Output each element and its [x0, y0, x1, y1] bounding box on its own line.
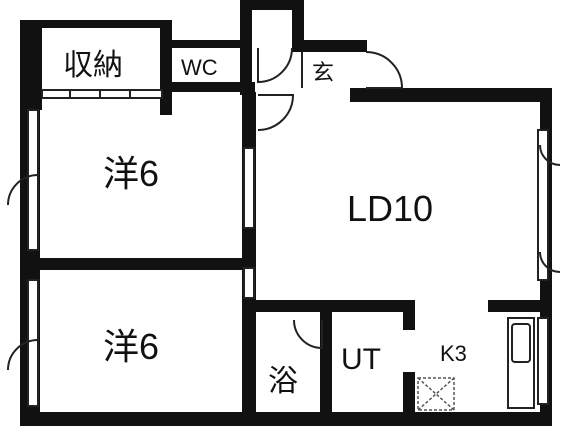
door-swing-icon — [257, 94, 295, 131]
door-swing-icon — [539, 251, 561, 273]
window-icon — [27, 279, 39, 407]
kitchen-sink-icon — [507, 317, 535, 409]
door-swing-icon — [293, 319, 323, 350]
door-swing-icon — [539, 144, 561, 166]
range-hood-diagonal — [417, 377, 455, 411]
wall-ld-top — [350, 88, 552, 102]
room-label-living-dining: LD10 — [347, 188, 434, 229]
window-icon — [243, 267, 255, 299]
closet-rail — [41, 89, 163, 99]
room-label-bedroom-upper: 洋6 — [103, 153, 160, 194]
door-swing-icon — [7, 173, 39, 206]
window-icon — [27, 109, 39, 251]
wall-entrance-left — [240, 0, 252, 95]
wall-ut-kitchen-upper — [403, 300, 415, 330]
door-swing-icon — [257, 47, 293, 84]
wall-storage-right — [160, 20, 172, 115]
kitchen-sink-basin — [511, 323, 531, 363]
door-swing-icon — [365, 51, 404, 89]
wall-wc-top — [165, 40, 245, 48]
wall-bedroom-divider — [20, 258, 255, 270]
door-swing-icon — [7, 338, 39, 371]
wall-bottom — [20, 412, 552, 426]
room-label-utility: UT — [341, 343, 381, 376]
wall-storage-left — [20, 20, 42, 110]
doors — [7, 47, 561, 371]
wall-ld-bottom-right — [488, 300, 548, 312]
range-hood-frame — [417, 377, 455, 411]
room-label-entrance: 玄 — [312, 60, 335, 85]
room-label-kitchen: K3 — [440, 341, 467, 366]
wall-entrance-right-upper — [292, 0, 304, 52]
window-icon — [537, 129, 549, 281]
room-label-storage: 収納 — [63, 49, 123, 82]
wall-entrance-shoulder — [292, 40, 367, 52]
closet-rail-bar — [41, 89, 163, 99]
wall-storage-top — [20, 20, 170, 28]
room-label-bedroom-lower: 洋6 — [103, 326, 160, 367]
range-hood-diagonal — [417, 377, 455, 411]
wall-ut-kitchen-lower — [403, 372, 415, 426]
window-icon — [243, 147, 255, 229]
wall-wc-bottom — [165, 82, 255, 92]
wall-entrance-top — [240, 0, 302, 10]
room-label-wc: WC — [181, 55, 218, 80]
wall-bath-ut — [320, 300, 332, 426]
room-label-bath: 浴 — [268, 365, 298, 398]
range-hood-icon — [417, 377, 455, 411]
wall-bedroom-ld — [242, 92, 256, 426]
window-icon — [537, 317, 549, 405]
